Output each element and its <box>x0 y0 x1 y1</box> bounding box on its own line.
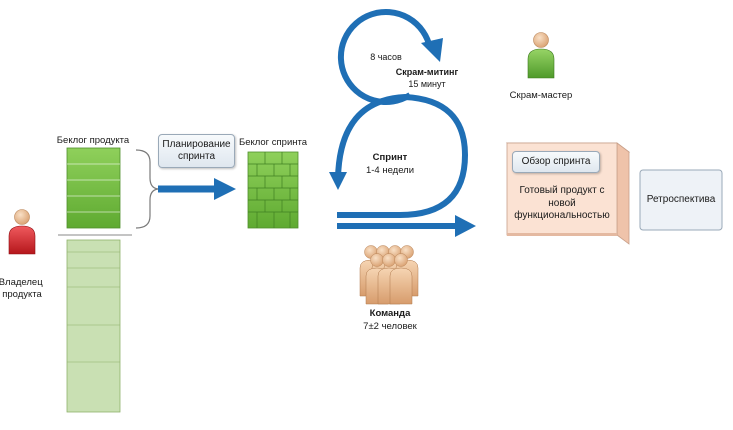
product-owner-label-line1: Владелец <box>0 277 43 288</box>
sprint-loop-arrow-head <box>329 172 347 190</box>
sprint-backlog-label: Беклог спринта <box>239 137 308 148</box>
sprint-label: Спринт <box>373 152 408 163</box>
retrospective-box <box>639 169 723 231</box>
scrum-meeting-label: Скрам-митинг <box>396 67 459 77</box>
product-backlog-bottom <box>66 239 121 413</box>
sprint-backlog <box>247 151 299 229</box>
product-owner-person-icon <box>8 209 36 255</box>
product-owner-label-line2: продукта <box>2 289 42 300</box>
retrospective-label: Ретроспектива <box>646 193 716 205</box>
product-owner-label: Владелец продукта <box>0 277 45 300</box>
scrum-master-label: Скрам-мастер <box>510 90 573 101</box>
hours-label: 8 часов <box>370 52 402 62</box>
product-backlog-label: Беклог продукта <box>57 135 130 146</box>
scrum-master-person-icon <box>527 32 555 79</box>
scrum-meeting-duration-label: 15 минут <box>408 79 445 89</box>
brace <box>135 149 159 229</box>
team-label: Команда <box>370 308 411 319</box>
main-flow-arrow-head <box>455 215 476 237</box>
team-group-icon <box>359 245 419 305</box>
sprint-review-button <box>512 151 600 173</box>
product-backlog-top <box>66 147 121 229</box>
sprint-review-label: Обзор спринта <box>521 155 591 167</box>
sprint-loop <box>335 93 469 218</box>
sprint-duration-label: 1-4 недели <box>366 165 414 176</box>
sprint-planning-button <box>158 134 235 168</box>
product-increment-label: Готовый продукт с новой функциональность… <box>514 185 610 222</box>
daily-loop-arrow-head <box>421 38 443 62</box>
planning-arrow-head <box>214 178 236 200</box>
team-size-label: 7±2 человек <box>363 321 417 332</box>
sprint-planning-label: Планирование спринта <box>162 138 231 163</box>
